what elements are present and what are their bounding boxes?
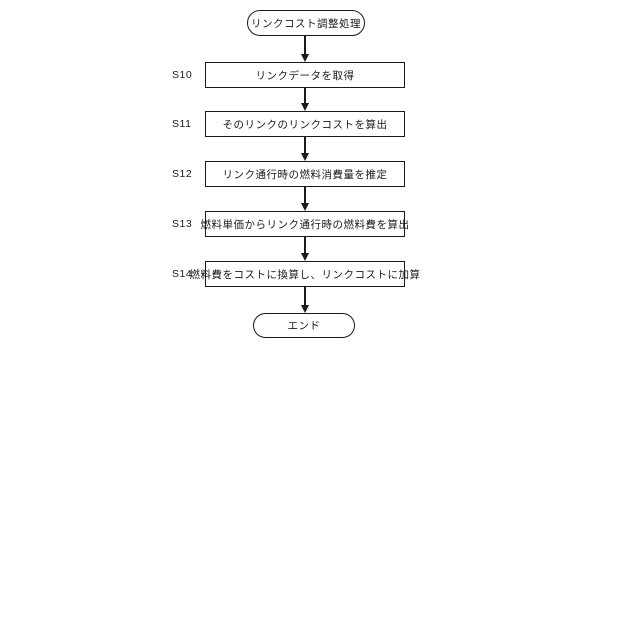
process-label-s10: リンクデータを取得 xyxy=(255,69,355,82)
step-id-s10: S10 xyxy=(172,69,193,81)
step-id-s14: S14 xyxy=(172,268,193,280)
arrow-shaft xyxy=(304,187,306,206)
arrow-s13-to-s14 xyxy=(300,237,310,261)
arrow-shaft xyxy=(304,287,306,308)
arrow-head-icon xyxy=(301,253,309,261)
process-label-s14: 燃料費をコストに換算し、リンクコストに加算 xyxy=(189,268,421,281)
arrow-shaft xyxy=(304,88,306,106)
arrow-shaft xyxy=(304,137,306,156)
step-id-s11: S11 xyxy=(172,118,192,130)
arrow-s12-to-s13 xyxy=(300,187,310,211)
start-terminator: リンクコスト調整処理 xyxy=(247,10,365,36)
end-terminator-label: エンド xyxy=(287,320,321,332)
arrow-s14-to-end xyxy=(300,287,310,313)
process-box-s14: 燃料費をコストに換算し、リンクコストに加算 xyxy=(190,261,420,287)
process-label-s12: リンク通行時の燃料消費量を推定 xyxy=(222,168,388,181)
step-id-s13: S13 xyxy=(172,218,193,230)
process-box-s11: そのリンクのリンクコストを算出 xyxy=(205,111,405,137)
process-label-s13: 燃料単価からリンク通行時の燃料費を算出 xyxy=(200,218,410,231)
start-terminator-label: リンクコスト調整処理 xyxy=(251,17,361,30)
arrow-start-to-s10 xyxy=(300,36,310,62)
end-terminator: エンド xyxy=(253,313,355,338)
arrow-head-icon xyxy=(301,54,309,62)
arrow-head-icon xyxy=(301,153,309,161)
process-label-s11: そのリンクのリンクコストを算出 xyxy=(222,118,388,131)
step-id-s12: S12 xyxy=(172,168,193,180)
arrow-head-icon xyxy=(301,103,309,111)
arrow-head-icon xyxy=(301,203,309,211)
arrow-s11-to-s12 xyxy=(300,137,310,161)
arrow-shaft xyxy=(304,36,306,57)
process-box-s12: リンク通行時の燃料消費量を推定 xyxy=(205,161,405,187)
process-box-s13: 燃料単価からリンク通行時の燃料費を算出 xyxy=(201,211,409,237)
arrow-shaft xyxy=(304,237,306,256)
arrow-head-icon xyxy=(301,305,309,313)
process-box-s10: リンクデータを取得 xyxy=(205,62,405,88)
arrow-s10-to-s11 xyxy=(300,88,310,111)
